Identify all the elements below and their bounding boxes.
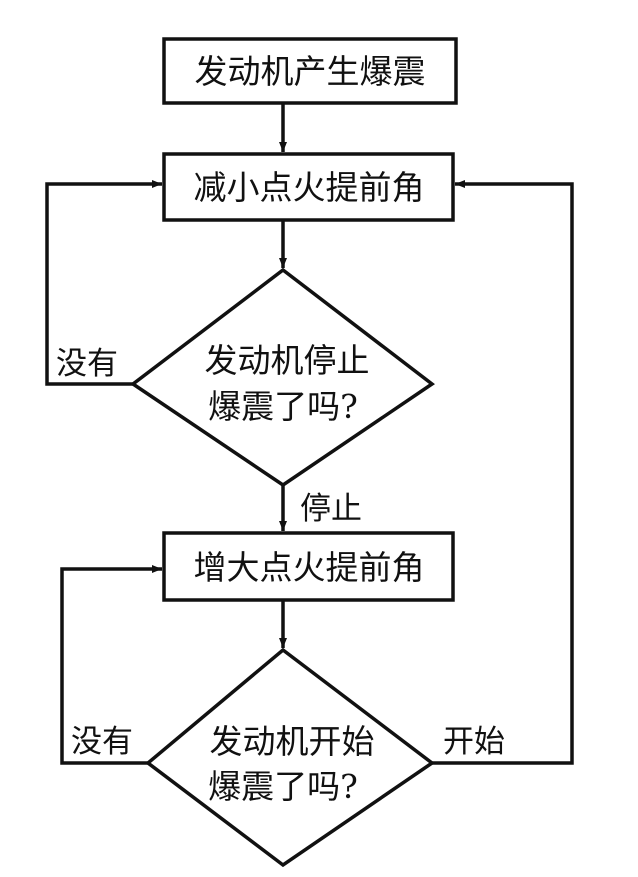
edge-check-start-no-loop (60, 565, 162, 765)
edge-label-start: 开始 (443, 724, 505, 760)
node-check-start-line1: 发动机开始 (210, 722, 375, 761)
node-start-box (162, 37, 458, 105)
edge-check-start-to-decrease (432, 180, 574, 765)
node-decrease-box (162, 152, 455, 222)
edge-label-check-start-no: 没有 (71, 724, 133, 760)
node-increase-label: 增大点火提前角 (194, 548, 425, 587)
edge-check-stop-no-loop (45, 180, 162, 386)
node-increase-box (162, 531, 455, 602)
node-check-start: 发动机开始 爆震了吗? (145, 647, 435, 868)
node-decrease: 减小点火提前角 (162, 152, 455, 222)
node-check-stop-line2: 爆震了吗? (208, 387, 358, 426)
node-check-start-line2: 爆震了吗? (208, 767, 358, 806)
node-start-label: 发动机产生爆震 (195, 52, 426, 91)
node-check-stop: 发动机停止 爆震了吗? (129, 267, 435, 488)
node-check-start-diamond (145, 647, 435, 868)
node-start: 发动机产生爆震 (162, 37, 458, 105)
node-check-stop-line1: 发动机停止 (205, 341, 370, 380)
node-increase: 增大点火提前角 (162, 531, 455, 602)
edge-label-stop: 停止 (300, 491, 362, 527)
edge-label-check-stop-no: 没有 (56, 346, 118, 382)
node-decrease-label: 减小点火提前角 (194, 168, 425, 207)
